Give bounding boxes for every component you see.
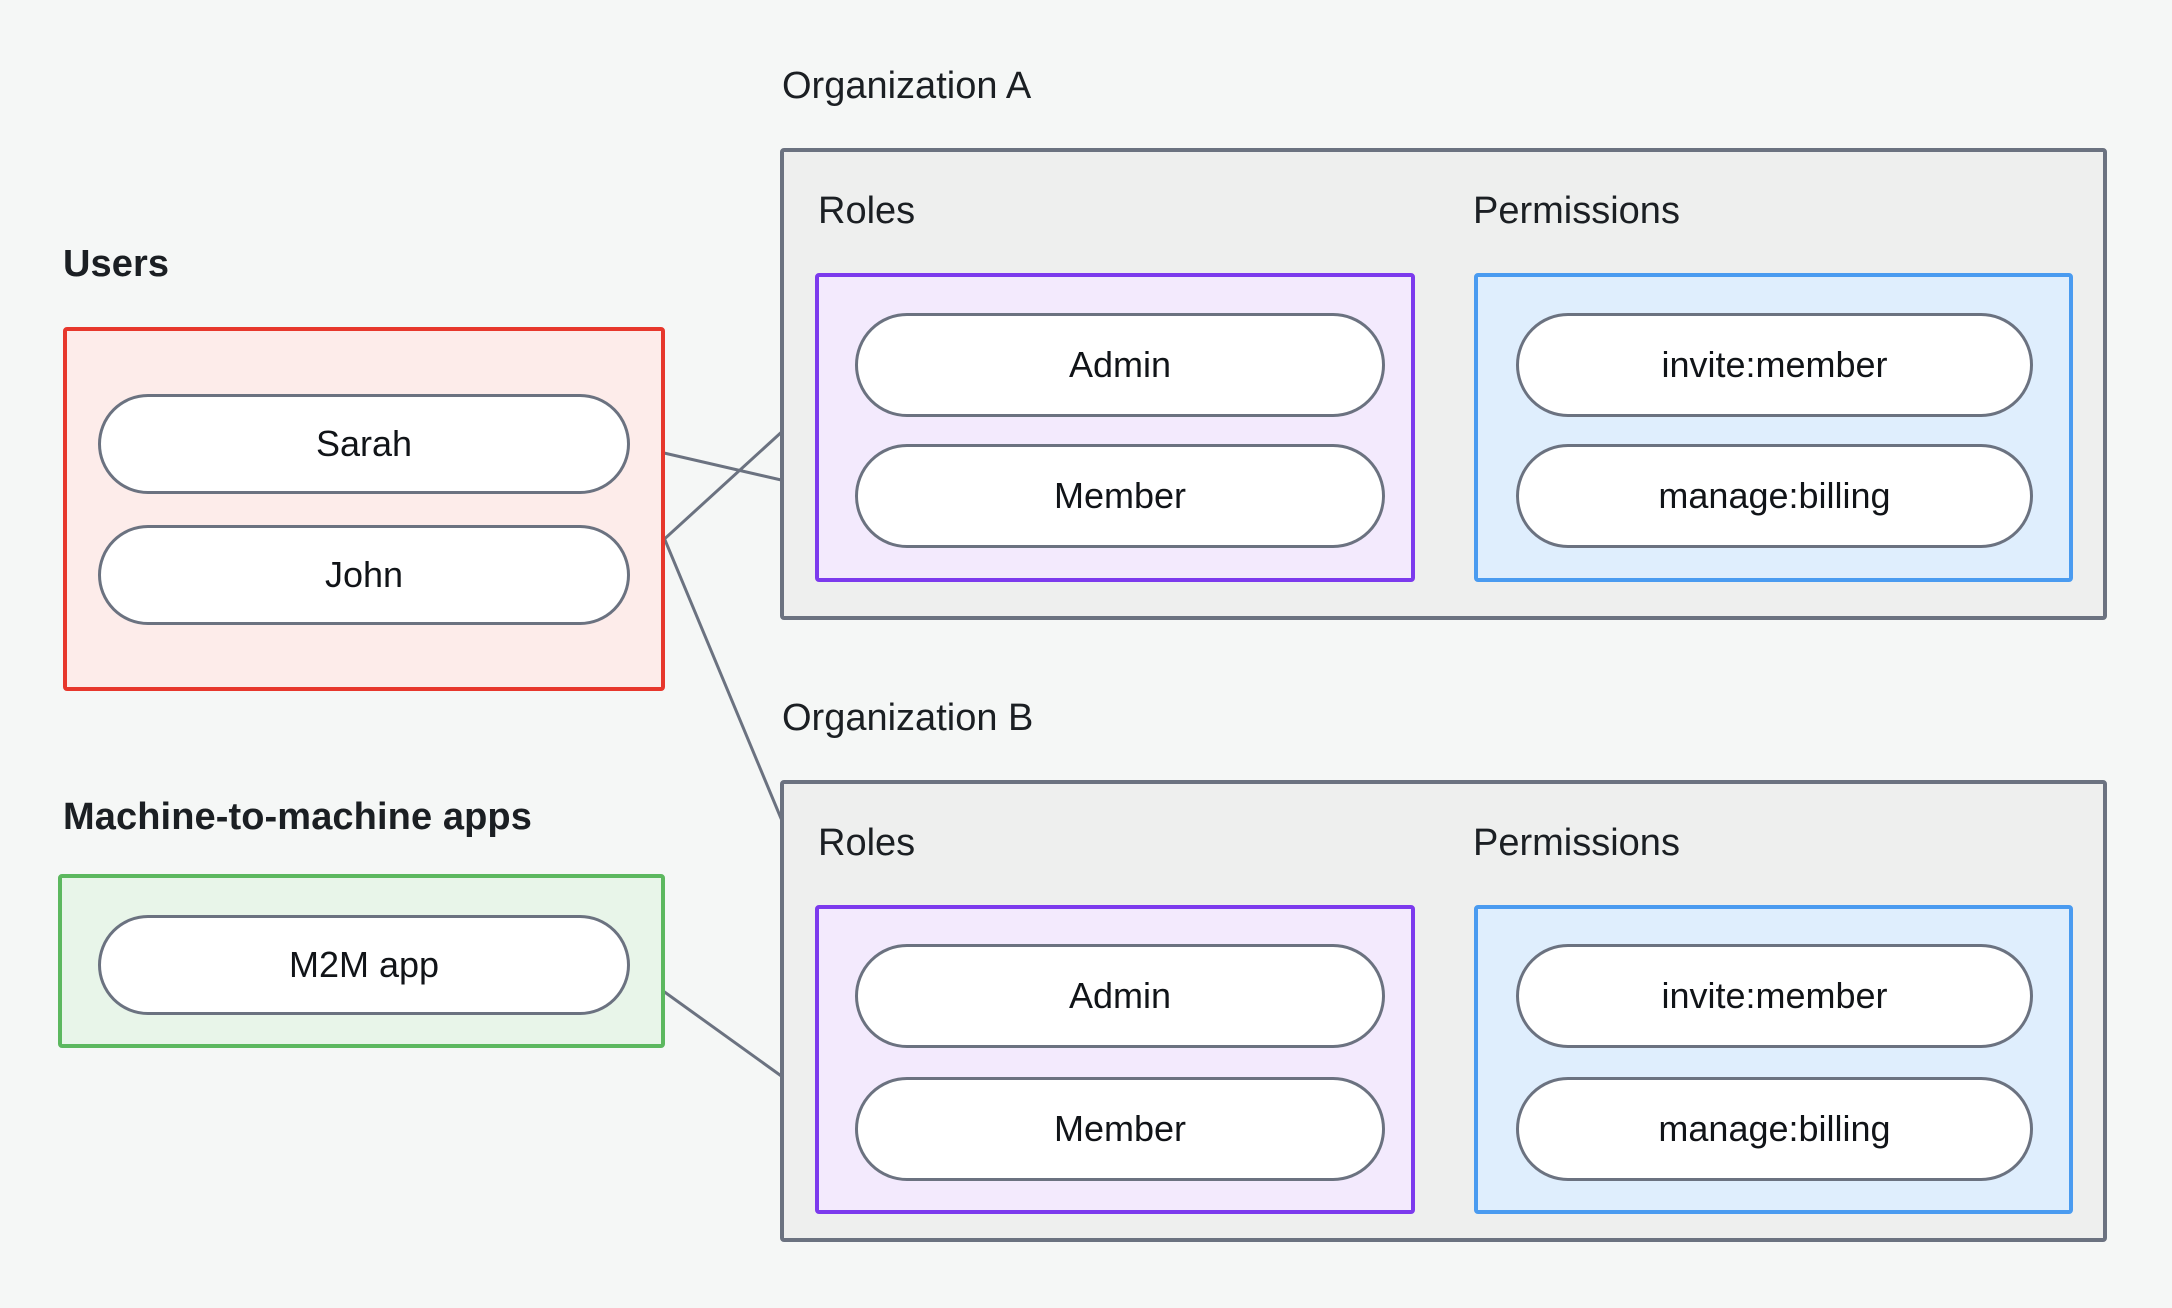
organization-b-permission-manage-billing[interactable]: manage:billing [1516, 1077, 2033, 1181]
organization-b-roles-label: Roles [818, 822, 916, 864]
organization-a-permission-invite-member[interactable]: invite:member [1516, 313, 2033, 417]
m2m-group-title: Machine-to-machine apps [63, 796, 532, 838]
organization-b-title: Organization B [782, 697, 1034, 739]
organization-b-permissions-label: Permissions [1473, 822, 1680, 864]
m2m-node-app[interactable]: M2M app [98, 915, 630, 1015]
organization-b-role-admin[interactable]: Admin [855, 944, 1385, 1048]
organization-b-role-member[interactable]: Member [855, 1077, 1385, 1181]
user-node-sarah[interactable]: Sarah [98, 394, 630, 494]
organization-b-permission-invite-member[interactable]: invite:member [1516, 944, 2033, 1048]
organization-a-permissions-label: Permissions [1473, 190, 1680, 232]
organization-a-permission-manage-billing[interactable]: manage:billing [1516, 444, 2033, 548]
organization-a-roles-label: Roles [818, 190, 916, 232]
organization-a-role-member[interactable]: Member [855, 444, 1385, 548]
users-group-title: Users [63, 243, 170, 285]
organization-a-title: Organization A [782, 65, 1032, 107]
organization-a-role-admin[interactable]: Admin [855, 313, 1385, 417]
user-node-john[interactable]: John [98, 525, 630, 625]
users-group-box [63, 327, 665, 691]
